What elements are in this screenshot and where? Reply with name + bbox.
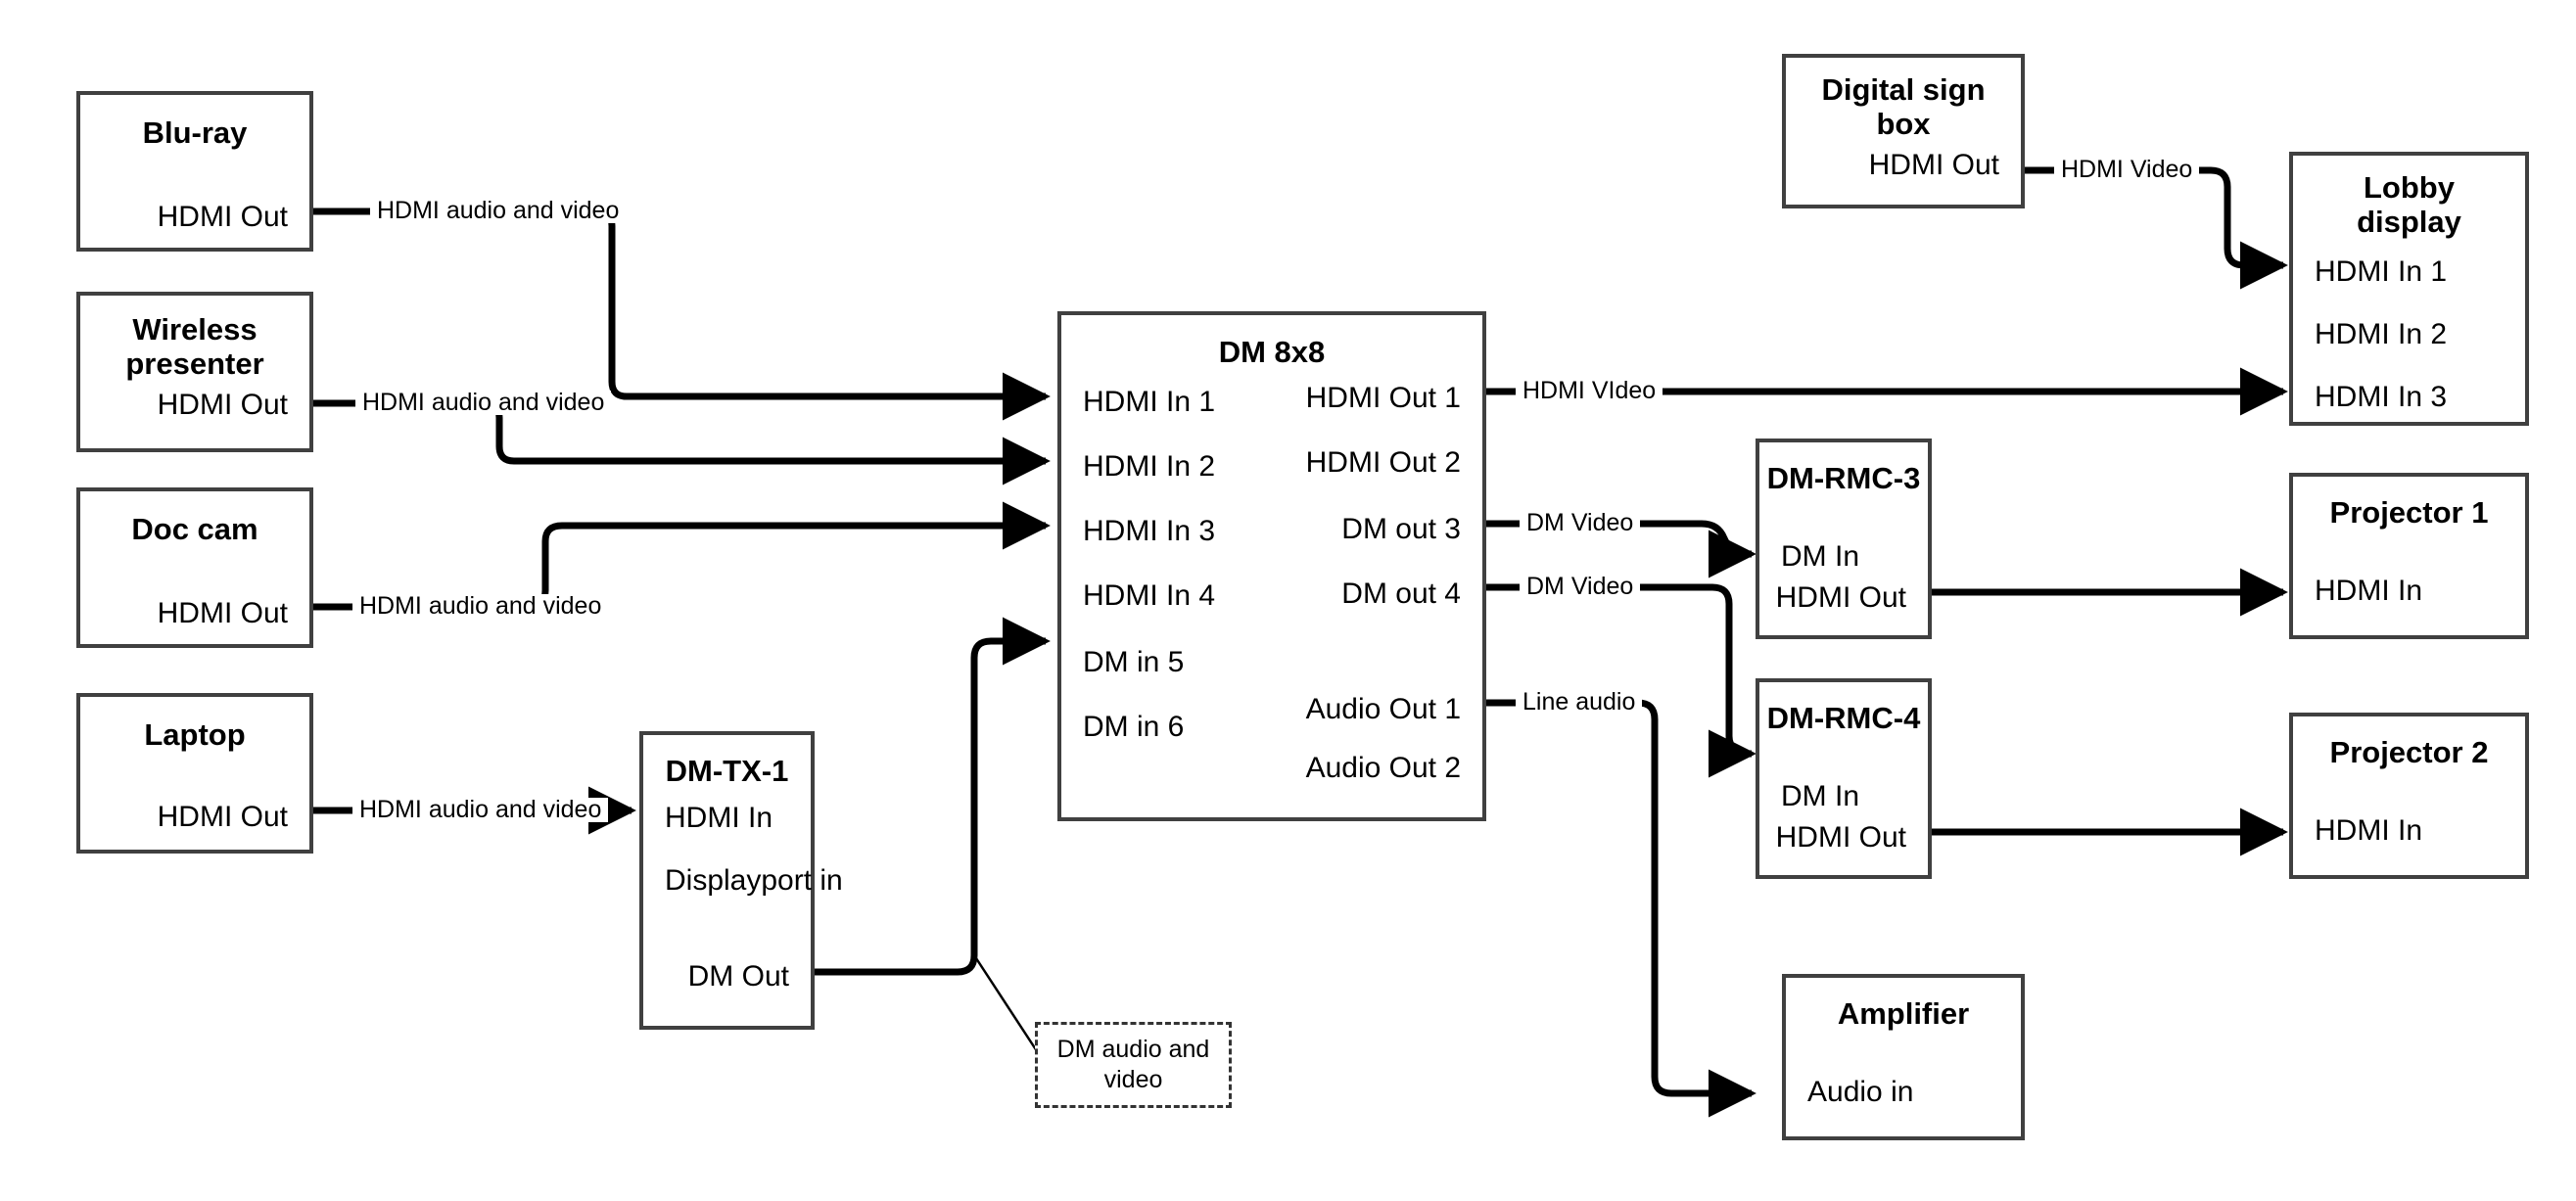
node-laptop-title: Laptop — [144, 717, 246, 752]
port-dm-8x8-hdmi-in-2[interactable]: HDMI In 2 — [1083, 450, 1216, 483]
port-dm-8x8-hdmi-in-1[interactable]: HDMI In 1 — [1083, 386, 1216, 418]
port-digital-sign-box-hdmi-out[interactable]: HDMI Out — [1868, 149, 1999, 181]
wire-label-bluray: HDMI audio and video — [370, 199, 627, 223]
node-amplifier[interactable]: Amplifier Audio in — [1782, 974, 2025, 1140]
node-digital-sign-box-title-line1: Digital sign — [1821, 72, 1986, 107]
wire-label-hdmi-video-out1: HDMI VIdeo — [1516, 379, 1663, 403]
node-digital-sign-box[interactable]: Digital sign box HDMI Out — [1782, 54, 2025, 208]
port-dm-rmc-4-hdmi-out[interactable]: HDMI Out — [1775, 821, 1906, 854]
port-dm-tx-1-hdmi-in[interactable]: HDMI In — [665, 802, 773, 834]
node-laptop[interactable]: Laptop HDMI Out — [76, 693, 313, 854]
wire-dm-out4-to-rmc4 — [1486, 583, 1756, 778]
port-lobby-display-hdmi-in-2[interactable]: HDMI In 2 — [2315, 318, 2448, 350]
node-dm-rmc-3[interactable]: DM-RMC-3 DM In HDMI Out — [1756, 439, 1932, 639]
node-projector-2-title: Projector 2 — [2329, 735, 2489, 769]
node-dm-8x8[interactable]: DM 8x8 HDMI In 1 HDMI In 2 HDMI In 3 HDM… — [1057, 311, 1486, 821]
wire-label-hdmi-video-sign: HDMI Video — [2054, 158, 2200, 182]
node-wireless-presenter-title-line2: presenter — [125, 346, 264, 381]
wire-tx1-to-dm-in5 — [815, 617, 1051, 976]
port-dm-8x8-audio-out-1[interactable]: Audio Out 1 — [1305, 693, 1461, 725]
port-dm-8x8-hdmi-out-2[interactable]: HDMI Out 2 — [1305, 446, 1461, 479]
wire-label-line-audio: Line audio — [1516, 690, 1643, 715]
port-dm-8x8-dm-in-5[interactable]: DM in 5 — [1083, 646, 1185, 678]
wire-label-doccam: HDMI audio and video — [352, 594, 609, 619]
node-dm-8x8-title: DM 8x8 — [1218, 335, 1326, 369]
port-dm-8x8-audio-out-2[interactable]: Audio Out 2 — [1305, 752, 1461, 784]
port-lobby-display-hdmi-in-3[interactable]: HDMI In 3 — [2315, 381, 2448, 413]
port-dm-tx-1-dm-out[interactable]: DM Out — [687, 960, 789, 993]
node-lobby-display-title-line1: Lobby — [2364, 170, 2455, 205]
node-dm-rmc-3-title: DM-RMC-3 — [1766, 461, 1921, 495]
node-doc-cam[interactable]: Doc cam HDMI Out — [76, 487, 313, 648]
node-dm-rmc-4-title: DM-RMC-4 — [1766, 701, 1921, 735]
node-dm-tx-1[interactable]: DM-TX-1 HDMI In Displayport in DM Out — [639, 731, 843, 1030]
port-laptop-hdmi-out[interactable]: HDMI Out — [157, 801, 288, 833]
node-wireless-presenter[interactable]: Wireless presenter HDMI Out — [76, 292, 313, 452]
port-dm-8x8-dm-in-6[interactable]: DM in 6 — [1083, 711, 1185, 743]
node-lobby-display[interactable]: Lobby display HDMI In 1 HDMI In 2 HDMI I… — [2289, 152, 2529, 426]
node-lobby-display-title-line2: display — [2357, 205, 2461, 239]
node-digital-sign-box-title-line2: box — [1876, 107, 1931, 141]
wire-label-dm-video-4: DM Video — [1520, 575, 1641, 599]
callout-dm-audio-and-video-text: DM audio and video — [1056, 1035, 1210, 1093]
wire-label-laptop: HDMI audio and video — [352, 798, 609, 822]
port-dm-8x8-dm-out-3[interactable]: DM out 3 — [1341, 513, 1461, 545]
port-projector-2-hdmi-in[interactable]: HDMI In — [2315, 814, 2423, 847]
wire-sign-to-lobby-in1 — [2025, 166, 2288, 290]
port-dm-8x8-hdmi-out-1[interactable]: HDMI Out 1 — [1305, 382, 1461, 414]
port-dm-rmc-3-dm-in[interactable]: DM In — [1781, 540, 1860, 573]
wire-label-wireless: HDMI audio and video — [355, 391, 612, 415]
port-lobby-display-hdmi-in-1[interactable]: HDMI In 1 — [2315, 255, 2448, 288]
node-projector-2[interactable]: Projector 2 HDMI In — [2289, 713, 2529, 879]
node-projector-1-title: Projector 1 — [2329, 495, 2489, 530]
node-amplifier-title: Amplifier — [1837, 996, 1970, 1031]
port-dm-8x8-hdmi-in-3[interactable]: HDMI In 3 — [1083, 515, 1216, 547]
wire-label-dm-video-3: DM Video — [1520, 511, 1641, 535]
callout-dm-audio-and-video: DM audio and video — [1035, 1022, 1232, 1108]
leader-dm-audio-video-callout — [972, 954, 1043, 1058]
node-projector-1[interactable]: Projector 1 HDMI In — [2289, 473, 2529, 639]
port-dm-tx-1-displayport-in[interactable]: Displayport in — [665, 864, 843, 897]
port-amplifier-audio-in[interactable]: Audio in — [1807, 1076, 1914, 1108]
node-dm-rmc-4[interactable]: DM-RMC-4 DM In HDMI Out — [1756, 678, 1932, 879]
port-bluray-hdmi-out[interactable]: HDMI Out — [157, 201, 288, 233]
node-wireless-presenter-title-line1: Wireless — [132, 312, 258, 346]
port-projector-1-hdmi-in[interactable]: HDMI In — [2315, 575, 2423, 607]
port-dm-8x8-hdmi-in-4[interactable]: HDMI In 4 — [1083, 579, 1216, 612]
port-dm-rmc-4-dm-in[interactable]: DM In — [1781, 780, 1860, 812]
port-doc-cam-hdmi-out[interactable]: HDMI Out — [157, 597, 288, 629]
node-dm-tx-1-title: DM-TX-1 — [665, 754, 789, 788]
node-doc-cam-title: Doc cam — [131, 512, 258, 546]
port-wireless-presenter-hdmi-out[interactable]: HDMI Out — [157, 389, 288, 421]
wire-bluray-to-dm-in1 — [313, 208, 1051, 421]
port-dm-8x8-dm-out-4[interactable]: DM out 4 — [1341, 577, 1461, 610]
wire-audio-out1-to-amplifier — [1486, 699, 1756, 1118]
node-bluray-title: Blu-ray — [142, 115, 248, 150]
node-bluray[interactable]: Blu-ray HDMI Out — [76, 91, 313, 252]
port-dm-rmc-3-hdmi-out[interactable]: HDMI Out — [1775, 581, 1906, 614]
